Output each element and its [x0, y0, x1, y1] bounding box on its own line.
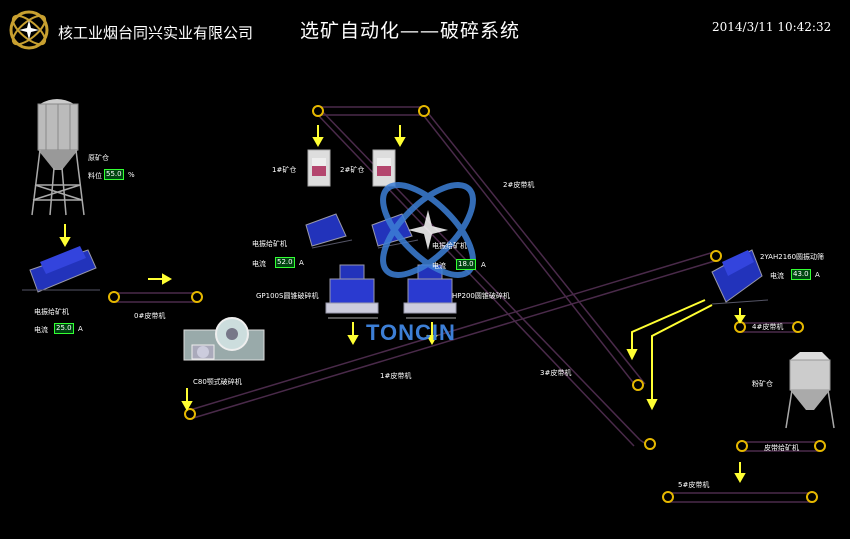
feeder2-current-value: 18.0 [456, 259, 476, 270]
feeder1-label: 电振给矿机 [252, 240, 287, 248]
vibrating-feeder-0 [22, 246, 100, 293]
belt1-label: 1#皮带机 [380, 372, 412, 380]
screen-label: 2YAH2160圆振动筛 [760, 253, 825, 261]
belt-feeder-label: 皮带给矿机 [764, 444, 799, 452]
feeder2-label: 电振给矿机 [432, 242, 467, 250]
raw-ore-silo [31, 99, 85, 216]
belt-lines [114, 106, 820, 503]
page-title: 选矿自动化——破碎系统 [300, 20, 521, 42]
ore-bin-1 [307, 149, 331, 187]
watermark-text: TONCIN [366, 320, 456, 345]
powder-bin-label: 粉矿仓 [752, 380, 773, 388]
company-name: 核工业烟台同兴实业有限公司 [58, 24, 254, 42]
ore-bin-2 [372, 149, 396, 187]
feeder0-label: 电振给矿机 [34, 308, 69, 316]
jaw-crusher [183, 317, 265, 361]
screen-current-label: 电流 [770, 272, 784, 280]
cone1-label: GP100S圆锥破碎机 [256, 292, 319, 300]
raw-bin-level-unit: % [128, 171, 135, 179]
vibrating-feeder-1 [305, 213, 353, 249]
toncin-watermark [380, 182, 476, 278]
screen-current-value: 43.0 [791, 269, 811, 280]
belt3-label: 3#皮带机 [540, 369, 572, 377]
jaw-crusher-label: C80颚式破碎机 [193, 378, 242, 386]
feeder2-current-unit: A [481, 261, 486, 269]
cone2-label: HP200圆锥破碎机 [452, 292, 510, 300]
belt5-label: 5#皮带机 [678, 481, 710, 489]
belt0-label: 0#皮带机 [134, 312, 166, 320]
feeder1-current-unit: A [299, 259, 304, 267]
powder-ore-bin [785, 352, 835, 429]
feeder0-current-label: 电流 [34, 326, 48, 334]
screen-current-unit: A [815, 271, 820, 279]
raw-bin-level-value: 55.0 [104, 169, 124, 180]
flow-arrows [59, 125, 746, 484]
belt-pulleys [108, 105, 826, 503]
feeder0-current-unit: A [78, 325, 83, 333]
vibrating-screen [711, 249, 769, 305]
raw-bin-label: 原矿仓 [88, 154, 109, 162]
bin2-label: 2#矿仓 [340, 166, 365, 174]
feeder0-current-value: 25.0 [54, 323, 74, 334]
feeder1-current-value: 52.0 [275, 257, 295, 268]
feeder2-current-label: 电流 [432, 262, 446, 270]
company-logo [9, 10, 49, 50]
feeder1-current-label: 电流 [252, 260, 266, 268]
raw-bin-level-label: 料位 [88, 172, 102, 180]
date-time: 2014/3/11 10:42:32 [712, 20, 832, 34]
bin1-label: 1#矿仓 [272, 166, 297, 174]
cone-crusher-gp100s [325, 264, 379, 319]
belt4-label: 4#皮带机 [752, 323, 784, 331]
belt2-label: 2#皮带机 [503, 181, 535, 189]
